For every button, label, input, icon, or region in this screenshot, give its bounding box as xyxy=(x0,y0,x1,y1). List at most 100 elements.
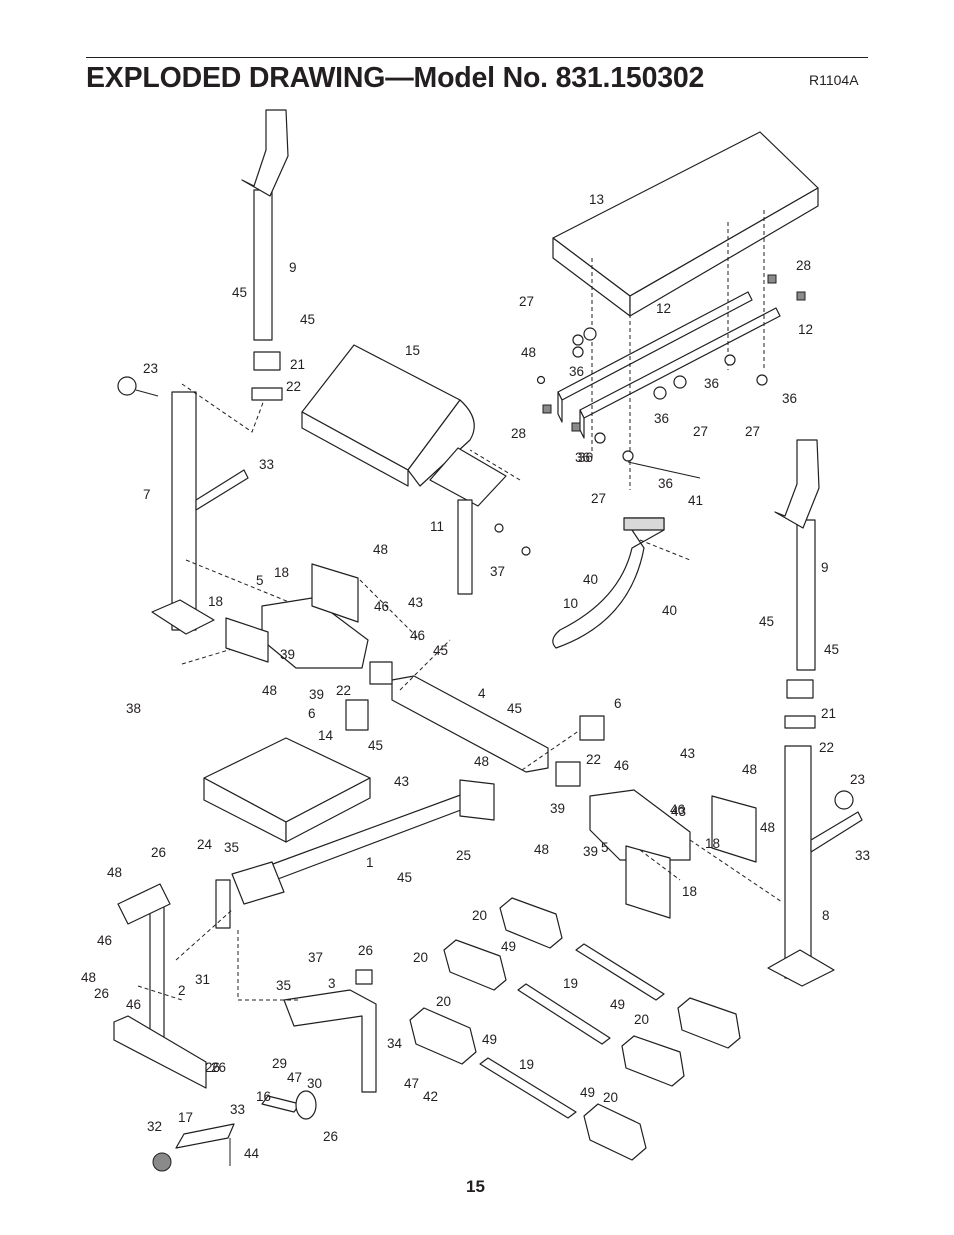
part-number-label: 45 xyxy=(507,701,522,716)
part-number-label: 49 xyxy=(482,1032,497,1047)
part-number-label: 48 xyxy=(107,865,122,880)
part-number-label: 20 xyxy=(472,908,487,923)
part-number-label: 46 xyxy=(126,997,141,1012)
foam-rollers-20 xyxy=(409,897,741,1161)
page-number: 15 xyxy=(466,1177,485,1196)
part-number-label: 9 xyxy=(289,260,297,275)
part-number-label: 32 xyxy=(147,1119,162,1134)
seat-hardware xyxy=(536,274,806,479)
part-number-label: 39 xyxy=(550,801,565,816)
part-number-label: 27 xyxy=(745,424,760,439)
part-number-label: 18 xyxy=(274,565,289,580)
part-number-label: 46 xyxy=(97,933,112,948)
part-number-label: 20 xyxy=(436,994,451,1009)
part-number-label: 12 xyxy=(656,301,671,316)
part-number-label: 9 xyxy=(821,560,829,575)
collar-21-22-left xyxy=(251,351,283,401)
right-upright-8 xyxy=(767,679,863,987)
part-number-label: 3 xyxy=(328,976,336,991)
part-number-label: 19 xyxy=(519,1057,534,1072)
part-number-label: 42 xyxy=(423,1089,438,1104)
part-number-label: 20 xyxy=(413,950,428,965)
part-number-label: 26 xyxy=(205,1060,220,1075)
part-number-label: 49 xyxy=(610,997,625,1012)
part-number-label: 20 xyxy=(634,1012,649,1027)
part-number-label: 37 xyxy=(308,950,323,965)
roller-tubes-19 xyxy=(479,943,665,1119)
part-number-label: 36 xyxy=(575,450,590,465)
part-number-label: 48 xyxy=(760,820,775,835)
curl-arm-10 xyxy=(552,517,665,649)
part-number-label: 2 xyxy=(178,983,186,998)
part-number-label: 45 xyxy=(759,614,774,629)
part-number-label: 5 xyxy=(601,840,609,855)
part-number-label: 29 xyxy=(272,1056,287,1071)
part-number-label: 16 xyxy=(256,1089,271,1104)
part-number-label: 48 xyxy=(521,345,536,360)
part-number-label: 17 xyxy=(178,1110,193,1125)
part-number-label: 33 xyxy=(259,457,274,472)
part-number-label: 22 xyxy=(819,740,834,755)
part-number-label: 36 xyxy=(658,476,673,491)
part-number-label: 13 xyxy=(589,192,604,207)
part-number-label: 1 xyxy=(366,855,374,870)
part-number-label: 26 xyxy=(323,1129,338,1144)
part-number-label: 44 xyxy=(244,1146,260,1161)
part-number-label: 10 xyxy=(563,596,578,611)
part-number-label: 22 xyxy=(286,379,301,394)
part-number-label: 21 xyxy=(290,357,305,372)
part-number-label: 30 xyxy=(307,1076,322,1091)
part-number-label: 26 xyxy=(151,845,166,860)
seat-pad-14 xyxy=(203,737,371,843)
part-number-label: 43 xyxy=(408,595,423,610)
part-number-label: 14 xyxy=(318,728,334,743)
preacher-post-11 xyxy=(429,447,531,595)
part-number-label: 48 xyxy=(534,842,549,857)
part-number-label: 35 xyxy=(276,978,291,993)
part-number-label: 46 xyxy=(410,628,425,643)
part-number-label: 22 xyxy=(336,683,351,698)
crossbar-5-right xyxy=(555,761,757,919)
seat-frame-12 xyxy=(557,291,781,439)
main-tube-4 xyxy=(345,661,605,773)
part-number-label: 39 xyxy=(583,844,598,859)
part-number-label: 48 xyxy=(81,970,96,985)
part-number-label: 36 xyxy=(569,364,584,379)
left-upright-9 xyxy=(241,109,289,341)
part-number-label: 48 xyxy=(474,754,489,769)
part-number-label: 48 xyxy=(373,542,388,557)
part-number-label: 38 xyxy=(126,701,141,716)
part-number-label: 40 xyxy=(583,572,598,587)
part-number-label: 27 xyxy=(519,294,534,309)
part-number-label: 4 xyxy=(478,686,486,701)
part-number-label: 43 xyxy=(680,746,695,761)
part-number-label: 21 xyxy=(821,706,836,721)
part-number-label: 28 xyxy=(511,426,526,441)
part-number-label: 46 xyxy=(670,802,685,817)
part-number-label: 11 xyxy=(430,519,444,534)
left-upright-7 xyxy=(117,376,249,635)
part-number-label: 24 xyxy=(197,837,213,852)
part-number-label: 19 xyxy=(563,976,578,991)
part-number-label: 41 xyxy=(688,493,703,508)
part-number-label: 5 xyxy=(256,573,264,588)
part-number-label: 12 xyxy=(798,322,813,337)
part-number-label: 20 xyxy=(603,1090,618,1105)
part-number-label: 34 xyxy=(387,1036,403,1051)
part-number-label: 40 xyxy=(662,603,677,618)
part-number-label: 45 xyxy=(368,738,383,753)
part-number-label: 27 xyxy=(591,491,606,506)
part-number-label: 48 xyxy=(742,762,757,777)
drawing-code: R1104A xyxy=(809,72,859,88)
part-number-label: 46 xyxy=(614,758,629,773)
part-number-label: 6 xyxy=(614,696,622,711)
part-number-label: 45 xyxy=(397,870,412,885)
part-number-label: 47 xyxy=(287,1070,302,1085)
front-leg-2 xyxy=(113,883,207,1089)
leg-lever-3 xyxy=(283,969,377,1093)
part-number-label: 6 xyxy=(308,706,316,721)
part-number-label: 26 xyxy=(94,986,109,1001)
part-number-label: 25 xyxy=(456,848,471,863)
